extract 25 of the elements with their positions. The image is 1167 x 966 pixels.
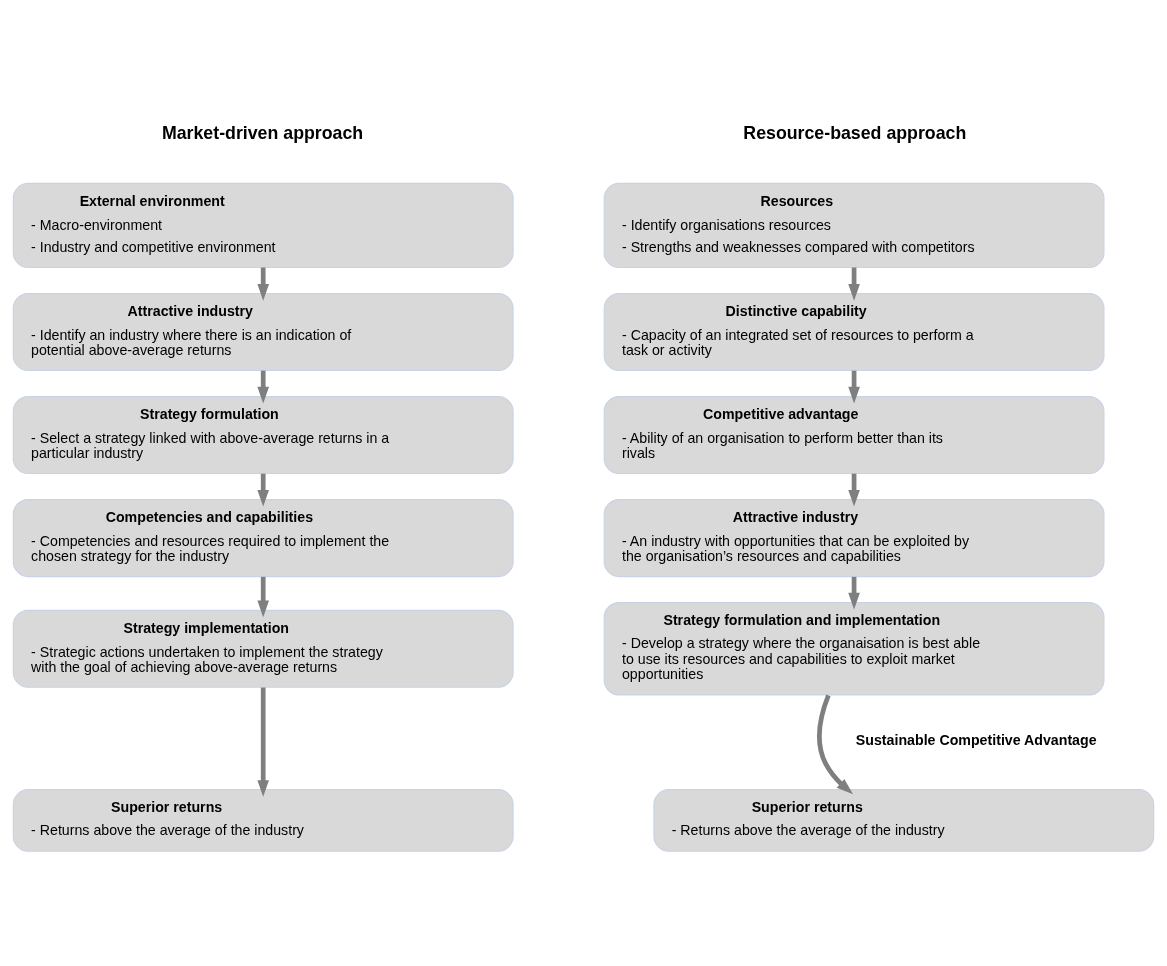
arrow: [848, 370, 860, 404]
arrow: [848, 576, 860, 610]
arrow: [257, 687, 270, 797]
node-box: Resources - Identify organisations resources - Strengths and weaknesses compared with competitors: [603, 182, 1105, 269]
node-box: Strategy formulation and implementation - Develop a strategy where the organaisation is best able to use its resources and capabilities to exploit market opportunities: [603, 602, 1105, 696]
node-box: Strategy implementation - Strategic actions undertaken to implement the strategy with the goal of achieving above-average returns: [12, 609, 514, 688]
node-box: Competitive advantage - Ability of an organisation to perform better than its rivals: [603, 395, 1105, 475]
node-box: Competencies and capabilities - Competencies and resources required to implement the chosen strategy for the industry: [12, 499, 514, 578]
arrow: [257, 473, 270, 507]
arrow: [848, 267, 860, 301]
arrow: [257, 267, 270, 301]
arrow: [817, 694, 854, 795]
node-box: Superior returns - Returns above the average of the industry: [653, 789, 1155, 852]
label: Sustainable Competitive Advantage: [855, 731, 1097, 748]
node-box: Attractive industry - An industry with opportunities that can be exploited by the organisation’s resources and capabilities: [603, 499, 1105, 578]
node-box: Superior returns - Returns above the average of the industry: [12, 789, 514, 852]
node-box: Distinctive capability - Capacity of an integrated set of resources to perform a task or activity: [603, 292, 1105, 372]
arrow: [257, 370, 270, 404]
node-box: External environment - Macro-environment - Industry and competitive environment: [12, 182, 514, 269]
label: Resource-based approach: [743, 123, 967, 144]
arrow: [848, 473, 860, 507]
label: Market-driven approach: [161, 123, 364, 144]
node-box: Attractive industry - Identify an industry where there is an indication of potential above-average returns: [12, 292, 514, 372]
arrow: [257, 576, 270, 618]
node-box: Strategy formulation - Select a strategy linked with above-average returns in a particular industry: [12, 395, 514, 475]
